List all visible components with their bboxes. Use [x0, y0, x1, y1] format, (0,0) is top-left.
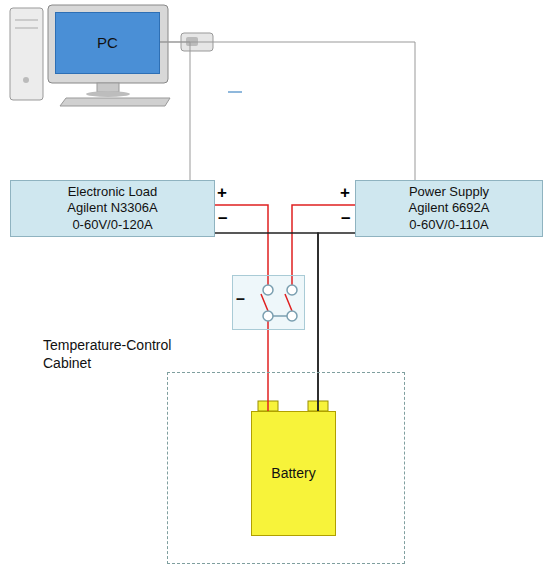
node-text: 0-60V/0-110A	[409, 217, 488, 233]
wire-connector	[292, 205, 355, 275]
node-text: PC	[97, 34, 118, 53]
pc-icon	[10, 5, 170, 106]
node-text: 0-60V/0-120A	[72, 217, 152, 233]
wire	[291, 275, 293, 285]
monitor-screen: PC	[55, 12, 160, 74]
terminal-polarity: –	[217, 209, 228, 226]
drive-slot	[15, 20, 38, 21]
instrument-box: Power SupplyAgilent 6692A0-60V/0-110A	[355, 180, 543, 237]
switch-ground	[232, 275, 305, 330]
node-text: Battery	[271, 465, 315, 483]
wire-connector	[267, 330, 269, 411]
node-text: Power Supply	[409, 184, 489, 200]
switch-contact	[263, 311, 273, 321]
region-heading: Temperature-Control Cabinet	[43, 337, 193, 372]
node-text: Agilent 6692A	[409, 200, 490, 216]
monitor-stand	[97, 83, 119, 92]
node-text: –	[236, 289, 245, 309]
cabinet-region: Temperature-Control CabinetBattery	[167, 372, 405, 564]
terminal-polarity: +	[339, 184, 351, 201]
pc-tower	[10, 8, 43, 100]
battery-box: Battery	[251, 411, 336, 536]
switch-box: –	[232, 275, 305, 330]
wire-connector	[160, 42, 190, 180]
wire-connector	[160, 42, 415, 180]
mark	[228, 91, 242, 93]
wire-connector	[318, 233, 355, 411]
keyboard	[60, 98, 170, 106]
terminal-polarity: +	[216, 184, 228, 201]
switch-link	[273, 315, 287, 317]
wire	[267, 321, 269, 330]
switch-contact	[287, 285, 297, 295]
monitor-frame	[48, 5, 168, 83]
wire	[267, 275, 269, 285]
wire-connector	[215, 233, 318, 411]
monitor-base	[86, 91, 130, 97]
node-text: Electronic Load	[68, 184, 158, 200]
terminal-polarity: –	[340, 209, 351, 226]
switch-contact	[287, 311, 297, 321]
node-text: Agilent N3306A	[67, 200, 157, 216]
switch-contact	[263, 285, 273, 295]
switch-blade	[261, 294, 268, 311]
wire-connector	[215, 205, 268, 275]
switch-blade	[285, 294, 292, 311]
power-button	[23, 77, 29, 83]
switch-symbol	[232, 275, 305, 330]
drive-slot	[15, 28, 38, 29]
instrument-box: Electronic LoadAgilent N3306A0-60V/0-120…	[10, 180, 215, 237]
